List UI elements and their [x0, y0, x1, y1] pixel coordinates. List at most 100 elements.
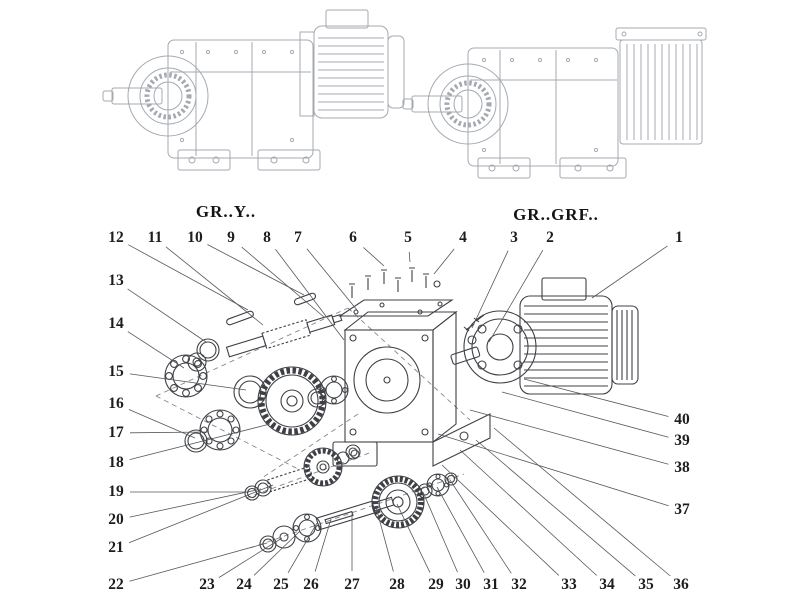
small-bearing-set: [307, 375, 349, 408]
leader-line-26: [314, 518, 332, 572]
cover-bolts: [349, 267, 441, 298]
key: [226, 310, 254, 326]
callout-6: 6: [349, 229, 357, 246]
callout-24: 24: [236, 576, 252, 593]
leader-line-37: [437, 433, 669, 507]
housing-foot: [432, 413, 491, 467]
front-boss: [127, 55, 209, 137]
output-shaft-assembly: [259, 472, 458, 553]
terminal-box: [325, 9, 369, 29]
leader-line-29: [396, 503, 431, 573]
pinion-shaft: [225, 313, 343, 358]
callout-14: 14: [108, 315, 124, 332]
keyway: [324, 510, 354, 525]
assembled-view-gr-y: [102, 9, 405, 171]
leader-line-28: [375, 506, 394, 572]
left-bearing-set: [184, 409, 241, 453]
leader-line-31: [436, 486, 485, 573]
leader-line-40: [523, 378, 669, 417]
callout-25: 25: [273, 576, 289, 593]
callout-37: 37: [674, 501, 690, 518]
ring: [244, 485, 260, 501]
flange-bolts: [463, 314, 485, 345]
callout-33: 33: [561, 576, 577, 593]
callout-9: 9: [227, 229, 235, 246]
leader-line-23: [218, 537, 283, 578]
leader-line-11: [165, 246, 264, 326]
callout-20: 20: [108, 511, 124, 528]
leader-line-30: [422, 491, 458, 573]
motor: [299, 9, 405, 119]
leader-line-36: [493, 427, 671, 577]
leader-line-17: [129, 431, 209, 434]
ring: [254, 479, 272, 497]
exploded-view: [155, 267, 639, 553]
callout-19: 19: [108, 483, 124, 500]
leader-line-38: [469, 409, 669, 465]
callout-3: 3: [510, 229, 518, 246]
callout-1: 1: [675, 229, 683, 246]
leader-line-12: [128, 244, 249, 311]
leader-line-32: [449, 479, 512, 574]
leader-line-18: [129, 423, 271, 460]
callout-13: 13: [108, 272, 124, 289]
callout-35: 35: [638, 576, 654, 593]
callout-23: 23: [199, 576, 215, 593]
gear-housing: [332, 310, 491, 467]
terminal-box: [541, 277, 587, 301]
mounting-foot: [177, 149, 231, 171]
leader-line-34: [459, 449, 597, 576]
leader-line-9: [241, 246, 325, 318]
bearing: [292, 513, 322, 543]
fan-cover: [611, 305, 639, 385]
leader-line-6: [363, 247, 385, 267]
finned-cover: [615, 27, 707, 145]
leader-line-22: [129, 542, 268, 582]
eye-bolt: [433, 280, 441, 288]
gear: [303, 447, 343, 487]
callout-28: 28: [389, 576, 405, 593]
housing-bore: [353, 346, 421, 414]
leader-line-1: [591, 245, 668, 299]
leader-line-16: [128, 409, 196, 439]
callout-5: 5: [404, 229, 412, 246]
motor-flange: [463, 310, 537, 384]
leader-lines: [127, 244, 671, 582]
callout-39: 39: [674, 432, 690, 449]
callout-10: 10: [187, 229, 203, 246]
leader-line-5: [408, 251, 411, 263]
gearbox-body: [467, 47, 619, 167]
ring: [345, 444, 361, 460]
retaining-ring: [196, 338, 220, 362]
front-boss: [427, 63, 509, 145]
callout-17: 17: [108, 424, 124, 441]
callout-27: 27: [344, 576, 360, 593]
gearbox-body: [167, 39, 314, 159]
output-gear: [371, 475, 425, 529]
callout-21: 21: [108, 539, 124, 556]
leader-line-2: [488, 249, 544, 343]
mounting-foot: [477, 157, 531, 179]
fan-cover: [387, 35, 405, 109]
ring: [184, 429, 208, 453]
leader-line-4: [433, 248, 455, 275]
leader-line-8: [275, 248, 345, 341]
callout-38: 38: [674, 459, 690, 476]
leader-line-21: [128, 484, 274, 544]
mounting-foot: [257, 149, 321, 171]
intermediate-shaft-assembly: [244, 444, 361, 501]
leader-line-20: [129, 488, 262, 518]
leader-line-24: [253, 530, 301, 576]
assembled-view-gr-grf: [402, 27, 707, 179]
output-shaft: [111, 87, 163, 105]
ring: [417, 483, 433, 499]
washer: [272, 525, 296, 549]
callout-12: 12: [108, 229, 124, 246]
variant-label-gr-y: GR..Y..: [195, 202, 257, 221]
callout-22: 22: [108, 576, 124, 593]
housing-cover: [338, 299, 454, 317]
callout-2: 2: [546, 229, 554, 246]
callout-26: 26: [303, 576, 319, 593]
